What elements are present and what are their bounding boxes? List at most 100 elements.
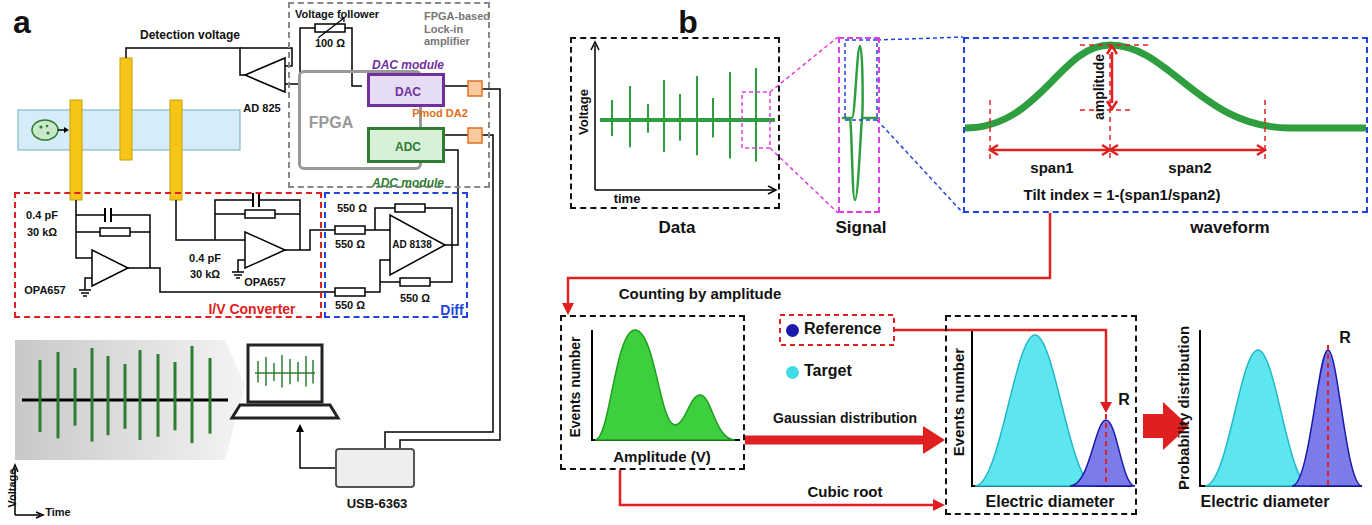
- opamp-symbol: [92, 58, 445, 286]
- node-text: Diff: [440, 302, 463, 318]
- spike: [647, 104, 649, 133]
- diameter-box: Events numberElectric diameterR: [945, 315, 1137, 515]
- panel-letter: a: [13, 4, 31, 41]
- part-label: 550 Ω: [337, 202, 367, 215]
- node-text: I/V Converter: [208, 301, 295, 317]
- part-label: OPA657: [244, 276, 285, 289]
- connector-line: [745, 436, 924, 445]
- circuit-wire: [126, 48, 245, 75]
- distribution-plot: [975, 335, 1095, 486]
- spike: [57, 352, 60, 438]
- electrode: [70, 58, 182, 200]
- part-label: AD 825: [243, 102, 280, 115]
- spike: [729, 72, 731, 158]
- spike: [663, 80, 665, 152]
- spike: [611, 100, 613, 136]
- histogram: [592, 330, 740, 440]
- part-label: Time: [45, 506, 70, 519]
- data-trace: [877, 37, 963, 213]
- part-label: Voltage: [6, 469, 19, 508]
- microchannel: [58, 129, 64, 131]
- node-text: Voltage: [577, 89, 592, 135]
- pmod-chip: [468, 128, 482, 143]
- connector-line: [620, 470, 934, 505]
- data-box: VoltagetimeData: [570, 37, 780, 209]
- dac-module: DACDAC module: [367, 73, 445, 107]
- usb-arrow: [300, 430, 335, 468]
- resistor-symbol: [400, 278, 430, 286]
- resistor-symbol: [395, 204, 425, 212]
- node-text: ADC: [395, 141, 421, 155]
- waveform-box: amplitudespan1span2Tilt index = 1-(span1…: [963, 37, 1368, 213]
- iv-converter-box: I/V Converter: [14, 192, 322, 318]
- spike: [273, 363, 275, 381]
- legend-text: Target: [804, 362, 852, 380]
- fpga-chip: FPGADACDAC moduleADCADC module: [298, 70, 422, 170]
- microchannel: [39, 125, 42, 128]
- signal-box: Signal: [838, 37, 880, 213]
- adc-module: ADCADC module: [367, 127, 445, 163]
- resistor-symbol: [245, 210, 275, 218]
- data-trace: [842, 46, 878, 200]
- circuit-wire: [345, 28, 362, 86]
- resistor-symbol: [315, 24, 345, 32]
- output-plot: [12, 340, 245, 518]
- edge-label: Counting by amplitude: [619, 285, 782, 302]
- spike: [157, 354, 160, 437]
- data-trace: [612, 68, 756, 162]
- node-text: FPGA: [309, 114, 353, 132]
- reference-arrow: [1100, 402, 1112, 413]
- opamp-symbol: [245, 58, 285, 92]
- distribution-plot: [1200, 330, 1362, 486]
- part-label: Voltage follower: [295, 8, 379, 21]
- ground-symbol: [232, 272, 244, 278]
- node-text: DAC: [395, 86, 421, 100]
- part-label: Detection voltage: [140, 29, 240, 43]
- arrowhead: [933, 499, 945, 511]
- distribution-plot: [1070, 420, 1135, 486]
- part-label: OPA657: [24, 284, 65, 297]
- spike: [305, 356, 307, 387]
- part-label: 30 kΩ: [27, 226, 57, 239]
- spike: [696, 76, 698, 155]
- microchannel: [46, 125, 49, 128]
- histogram-box: Events numberAmplitude (V): [560, 315, 745, 470]
- node-text: Electric diameter: [986, 493, 1115, 511]
- part-label: 100 Ω: [315, 37, 345, 50]
- circuit-wire: [128, 260, 390, 292]
- data-trace: [600, 118, 775, 122]
- histogram: [595, 330, 735, 440]
- reference-arrow: [894, 330, 1106, 402]
- node-text: time: [614, 192, 641, 207]
- waveform-curve: [965, 45, 1366, 160]
- spike: [629, 86, 631, 147]
- node-text: span1: [1030, 159, 1073, 176]
- data-trace: [845, 40, 877, 120]
- part-label: AD 8138: [392, 239, 431, 251]
- spike: [265, 357, 267, 386]
- lockin-box: FPGA-based Lock-in amplifierFPGADACDAC m…: [288, 2, 490, 188]
- microchannel: [32, 120, 58, 140]
- spike: [209, 358, 212, 434]
- edge-label: Cubic root: [808, 483, 883, 500]
- legend-swatch: [786, 324, 799, 337]
- capacitor-symbol: [105, 193, 259, 222]
- edge-label: Gaussian distribution: [773, 410, 917, 426]
- resistor-symbol: [335, 288, 365, 296]
- part-label: R: [1339, 329, 1351, 347]
- pmod-chip: [468, 81, 482, 96]
- distribution-plot: [1327, 345, 1329, 486]
- waveform-curve: [965, 45, 1366, 128]
- data-trace: [591, 42, 776, 194]
- spike: [289, 359, 291, 384]
- spike: [257, 361, 259, 383]
- histogram: [592, 330, 740, 440]
- data-trace: [591, 37, 963, 213]
- node-text: Data: [659, 218, 696, 238]
- data-trace: [770, 37, 838, 213]
- output-plot: [40, 346, 210, 443]
- node-text: Events number: [950, 348, 967, 456]
- spike: [297, 362, 299, 382]
- part-label: 0.4 pF: [26, 209, 58, 222]
- spike: [39, 360, 42, 432]
